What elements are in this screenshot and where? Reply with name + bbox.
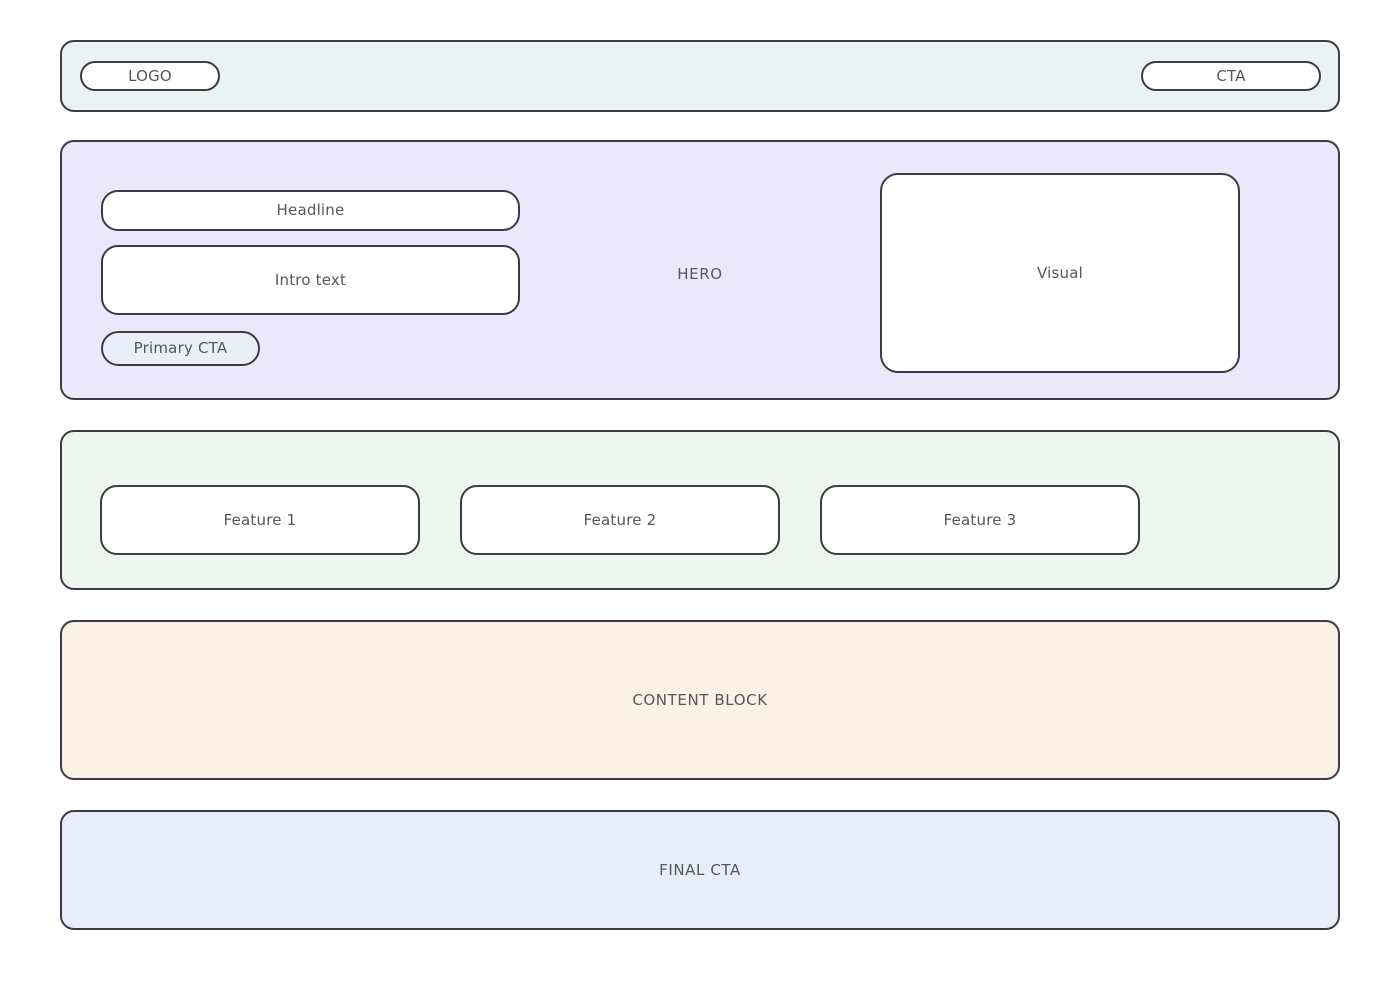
header-cta-label: CTA (1216, 66, 1246, 85)
hero-intro-text-label: Intro text (274, 270, 347, 289)
feature-card-label: Feature 3 (943, 510, 1017, 529)
hero-visual-label: Visual (1037, 263, 1083, 282)
hero-section-label: HERO (677, 265, 723, 283)
feature-card-label: Feature 1 (223, 510, 297, 529)
feature-card-label: Feature 2 (583, 510, 657, 529)
final-cta-label: FINAL CTA (659, 860, 741, 879)
hero-intro-text-placeholder: Intro text (101, 245, 520, 315)
content-block-label: CONTENT BLOCK (632, 690, 768, 709)
hero-headline-placeholder: Headline (101, 190, 520, 231)
feature-card[interactable]: Feature 1 (100, 485, 420, 555)
logo-label: LOGO (128, 66, 172, 85)
feature-card[interactable]: Feature 2 (460, 485, 780, 555)
logo-placeholder[interactable]: LOGO (80, 61, 220, 91)
header-cta-button[interactable]: CTA (1141, 61, 1321, 91)
hero-headline-label: Headline (276, 201, 345, 219)
header-section (60, 40, 1340, 112)
hero-primary-cta-button[interactable]: Primary CTA (101, 331, 260, 366)
content-block-section: CONTENT BLOCK (60, 620, 1340, 780)
hero-visual-placeholder: Visual (880, 173, 1240, 373)
hero-primary-cta-label: Primary CTA (133, 339, 228, 357)
feature-card[interactable]: Feature 3 (820, 485, 1140, 555)
final-cta-section[interactable]: FINAL CTA (60, 810, 1340, 930)
hero-section-label-wrap: HERO (0, 264, 1400, 283)
